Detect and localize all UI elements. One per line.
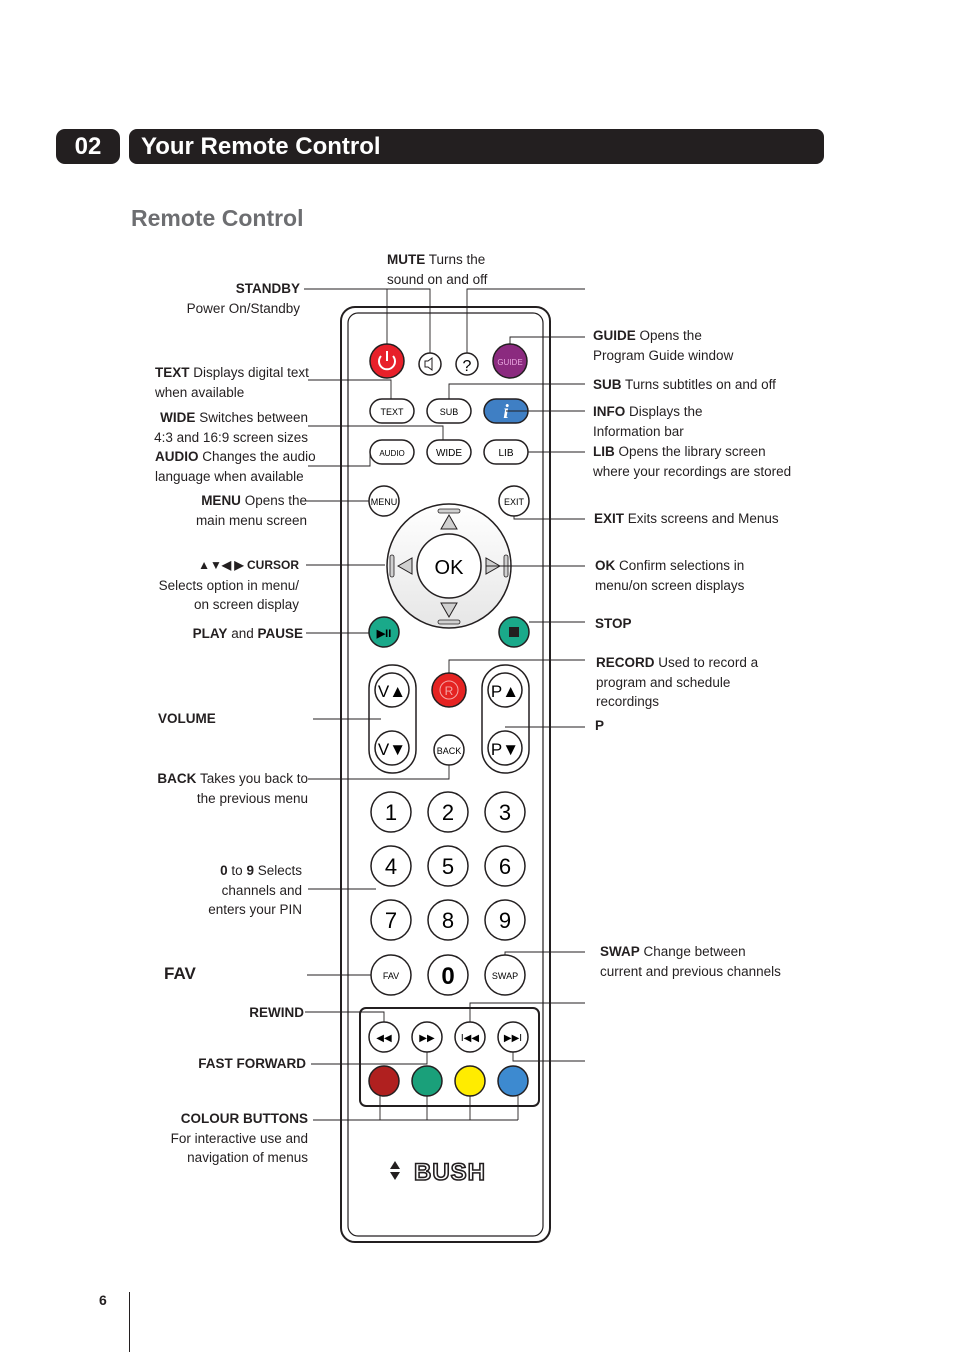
- digit-0-button[interactable]: [427, 954, 469, 996]
- ok-button[interactable]: [416, 533, 482, 599]
- digit-4-button[interactable]: [370, 845, 412, 887]
- text-key-label: TEXT: [380, 407, 404, 417]
- label-rewind: REWIND: [249, 1005, 304, 1020]
- brand-logo: BUSH: [414, 1159, 486, 1186]
- play-pause-button[interactable]: [368, 616, 400, 648]
- digit-6-button[interactable]: [484, 845, 526, 887]
- back-key-label: BACK: [437, 746, 462, 756]
- play-pause-icon: ▶II: [376, 628, 392, 640]
- program-down-label: P▼: [491, 740, 519, 759]
- stop-icon: [509, 627, 519, 637]
- skip-back-icon: I◀◀: [461, 1033, 479, 1044]
- label-volume: VOLUME: [158, 711, 216, 726]
- exit-key-label: EXIT: [504, 497, 525, 507]
- cursor-down-icon[interactable]: [440, 602, 458, 619]
- label-exit: EXIT Exits screens and Menus: [594, 511, 779, 526]
- digit-8-label: 8: [442, 908, 454, 933]
- digit-6-label: 6: [499, 854, 511, 879]
- label-fast-forward: FAST FORWARD: [198, 1056, 306, 1071]
- sub-key-label: SUB: [440, 407, 459, 417]
- transport-panel: [359, 1007, 540, 1107]
- digit-8-button[interactable]: [427, 899, 469, 941]
- volume-up-label: V▲: [378, 682, 406, 701]
- chapter-number: 02: [56, 129, 120, 164]
- info-key-label: i: [503, 401, 509, 423]
- mute-icon: [424, 357, 433, 371]
- cursor-left-icon[interactable]: [396, 557, 413, 575]
- label-sub: SUB Turns subtitles on and off: [593, 377, 776, 392]
- rewind-icon: ◀◀: [376, 1033, 392, 1044]
- volume-down-label: V▼: [378, 740, 406, 759]
- page-number: 6: [99, 1292, 107, 1308]
- number-keypad: 1 2 3 4 5 6 7 8 9: [370, 791, 526, 941]
- section-title: Remote Control: [131, 205, 304, 231]
- fav-key-label: FAV: [383, 971, 399, 981]
- program-up-button[interactable]: [487, 672, 523, 708]
- ok-key-label: OK: [435, 557, 465, 579]
- digit-3-button[interactable]: [484, 791, 526, 833]
- page-rule: [129, 1292, 130, 1352]
- label-fav: FAV: [164, 964, 196, 983]
- digit-2-label: 2: [442, 800, 454, 825]
- guide-key-label: GUIDE: [497, 358, 522, 367]
- label-p: P: [595, 718, 605, 733]
- swap-key-label: SWAP: [492, 971, 518, 981]
- digit-9-label: 9: [499, 908, 511, 933]
- label-play-pause: PLAY and PAUSE: [192, 626, 303, 641]
- callout-lines: [304, 288, 585, 1121]
- digit-7-button[interactable]: [370, 899, 412, 941]
- digit-4-label: 4: [385, 854, 397, 879]
- digit-5-button[interactable]: [427, 845, 469, 887]
- bush-logo-icon: [390, 1161, 400, 1169]
- menu-key-label: MENU: [371, 497, 398, 507]
- audio-key-label: AUDIO: [379, 449, 404, 458]
- text-button[interactable]: [369, 398, 415, 424]
- chapter-title: Your Remote Control: [129, 129, 824, 164]
- blue-button[interactable]: [497, 1065, 529, 1097]
- fast-forward-icon: ▶▶: [419, 1033, 435, 1044]
- digit-1-button[interactable]: [370, 791, 412, 833]
- volume-down-button[interactable]: [374, 730, 410, 766]
- mute-button[interactable]: [418, 352, 442, 376]
- digit-7-label: 7: [385, 908, 397, 933]
- lib-key-label: LIB: [498, 448, 513, 459]
- green-button[interactable]: [411, 1065, 443, 1097]
- volume-up-button[interactable]: [374, 672, 410, 708]
- digit-5-label: 5: [442, 854, 454, 879]
- yellow-button[interactable]: [454, 1065, 486, 1097]
- digit-1-label: 1: [385, 800, 397, 825]
- program-down-button[interactable]: [487, 730, 523, 766]
- digit-3-label: 3: [499, 800, 511, 825]
- wide-key-label: WIDE: [436, 448, 462, 459]
- digit-2-button[interactable]: [427, 791, 469, 833]
- help-key-label: ?: [463, 358, 472, 375]
- digit-9-button[interactable]: [484, 899, 526, 941]
- record-key-label: R: [445, 684, 454, 698]
- program-up-label: P▲: [491, 682, 519, 701]
- label-stop: STOP: [595, 616, 632, 631]
- wide-button[interactable]: [426, 439, 472, 465]
- digit-0-label: 0: [441, 963, 454, 990]
- power-icon: [378, 355, 396, 371]
- skip-forward-icon: ▶▶I: [504, 1033, 522, 1044]
- red-button[interactable]: [368, 1065, 400, 1097]
- cursor-up-icon[interactable]: [440, 513, 458, 530]
